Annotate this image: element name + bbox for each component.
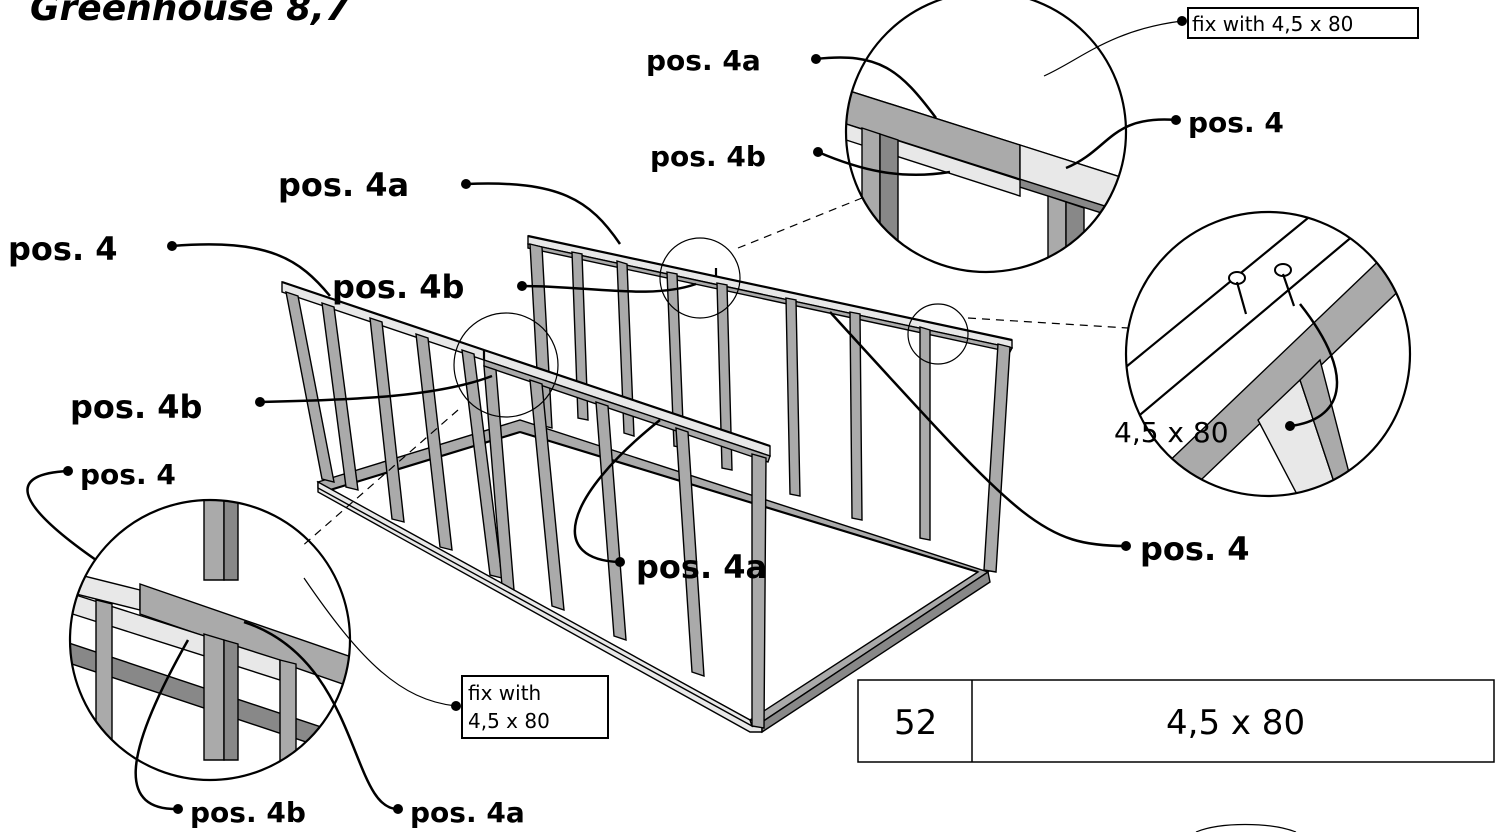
- label-pos4b-top-detail: pos. 4b: [650, 140, 766, 173]
- label-pos4-top-detail: pos. 4: [1188, 106, 1284, 139]
- label-pos4a-main-center: pos. 4a: [636, 548, 767, 586]
- detail-circle-right: 4,5 x 80: [1114, 210, 1412, 498]
- parts-table: 52 4,5 x 80: [857, 679, 1495, 763]
- label-pos4b-main-front: pos. 4b: [70, 388, 202, 426]
- note-box-bottom: [461, 675, 609, 739]
- label-pos4b-main-back: pos. 4b: [332, 268, 464, 306]
- note-fix-bottom-line1: fix with: [468, 681, 541, 705]
- callout-circle-front: [453, 312, 559, 418]
- label-pos4-main-left: pos. 4: [8, 230, 118, 268]
- parts-screw-size: 4,5 x 80: [1166, 703, 1305, 743]
- left-wall: [281, 280, 503, 579]
- callout-circle-top: [659, 237, 741, 319]
- detail-circle-top: [844, 0, 1128, 274]
- label-pos4-left-detail: pos. 4: [80, 458, 176, 491]
- page-title: Greenhouse 8,7: [30, 0, 350, 29]
- screw-dimension: 4,5 x 80: [1114, 416, 1229, 449]
- parts-quantity: 52: [894, 703, 937, 743]
- label-pos4a-bottom-detail: pos. 4a: [410, 796, 525, 829]
- label-pos4b-bottom-detail: pos. 4b: [190, 796, 306, 829]
- label-pos4-main-right: pos. 4: [1140, 530, 1250, 568]
- front-wall: [482, 348, 771, 729]
- main-frame-assembly: [281, 234, 1014, 734]
- back-wall: [527, 234, 1014, 573]
- note-fix-bottom-line2: 4,5 x 80: [468, 709, 550, 733]
- label-pos4a-top-detail: pos. 4a: [646, 44, 761, 77]
- screw-icon: [1274, 263, 1296, 307]
- detail-circle-bottom-left: [68, 498, 352, 782]
- callout-circle-right: [907, 303, 969, 365]
- note-fix-top: fix with 4,5 x 80: [1192, 12, 1353, 36]
- label-pos4a-main: pos. 4a: [278, 166, 409, 204]
- screw-icon: [1228, 271, 1248, 315]
- note-box-top: [1187, 7, 1419, 39]
